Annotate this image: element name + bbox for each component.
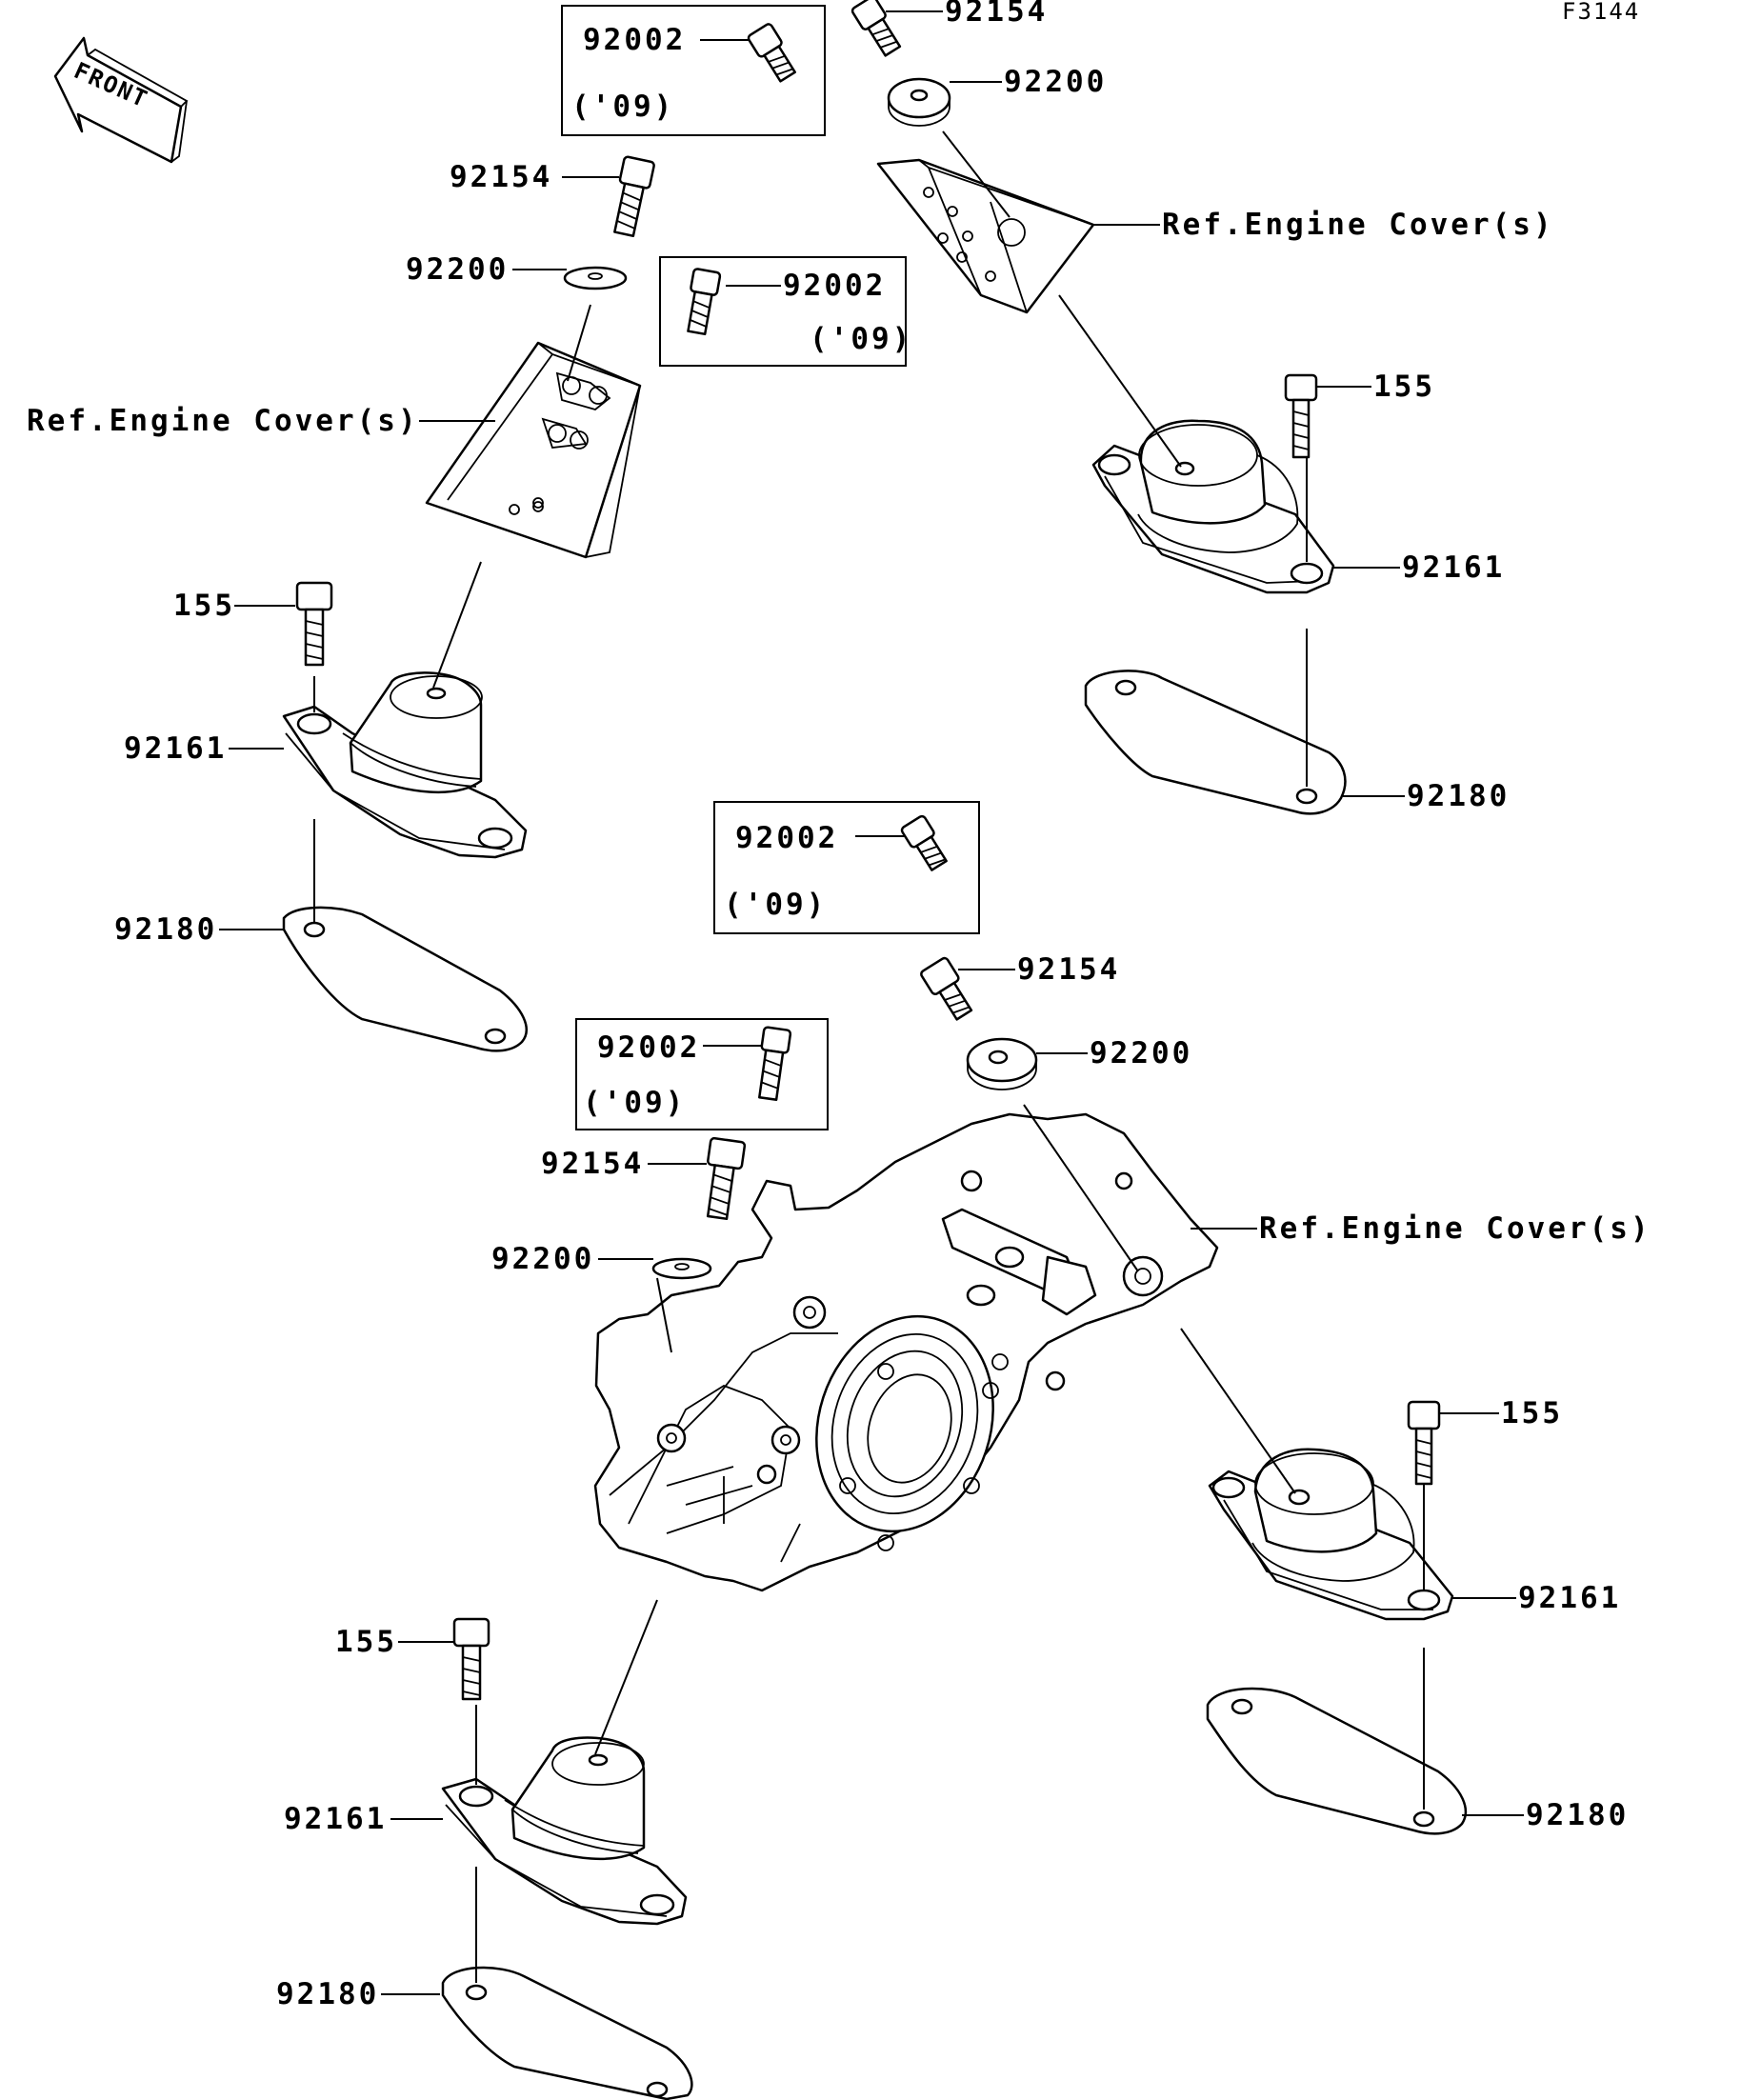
mount-plate-left-lower xyxy=(441,1966,693,2100)
label-top-bolt: 92154 xyxy=(945,0,1048,29)
label-mid-box-part: 92002 xyxy=(783,269,886,303)
bolt-icon xyxy=(900,814,948,871)
engine-bracket-left xyxy=(425,341,642,559)
bolt-icon xyxy=(850,0,902,57)
label-right-upper-92180: 92180 xyxy=(1407,779,1510,813)
bolt-icon xyxy=(1407,1400,1441,1486)
label-center-box-year: ('09) xyxy=(724,888,827,922)
label-lower-box-part: 92002 xyxy=(597,1030,700,1065)
front-arrow-icon: FRONT xyxy=(53,36,189,164)
engine-mount-left-upper xyxy=(282,671,528,859)
label-left-engine-cover: Ref.Engine Cover(s) xyxy=(27,404,419,438)
mount-plate-left-upper xyxy=(282,906,528,1052)
bolt-icon xyxy=(452,1617,490,1701)
washer-icon xyxy=(887,77,951,127)
callout-box-center: 92002 ('09) xyxy=(713,801,980,934)
mount-plate-right-upper xyxy=(1084,670,1347,815)
bolt-icon xyxy=(747,23,796,83)
label-left-bolt: 92154 xyxy=(450,160,552,194)
engine-mount-right-upper xyxy=(1091,419,1335,594)
bolt-icon xyxy=(295,581,333,667)
label-top-washer: 92200 xyxy=(1004,65,1107,99)
label-left-lower-155: 155 xyxy=(335,1625,397,1659)
label-left-lower-92161: 92161 xyxy=(284,1802,387,1836)
engine-mount-left-lower xyxy=(441,1736,688,1926)
label-lower-box-year: ('09) xyxy=(583,1086,686,1120)
label-left-upper-92161: 92161 xyxy=(124,731,227,766)
washer-icon xyxy=(966,1037,1038,1090)
engine-mount-right-lower xyxy=(1208,1448,1454,1621)
label-left-washer: 92200 xyxy=(406,252,509,287)
label-top-box-part: 92002 xyxy=(583,23,686,57)
label-lower-bolt: 92154 xyxy=(541,1147,644,1181)
engine-bracket-right xyxy=(876,158,1095,314)
label-right-lower-92180: 92180 xyxy=(1526,1798,1629,1832)
bolt-icon xyxy=(758,1026,792,1101)
callout-box-lower: 92002 ('09) xyxy=(575,1018,829,1130)
label-center-box-part: 92002 xyxy=(735,821,838,855)
label-center-bolt: 92154 xyxy=(1017,952,1120,987)
label-top-box-year: ('09) xyxy=(571,90,674,124)
label-left-upper-92180: 92180 xyxy=(114,912,217,947)
label-mid-box-year: ('09) xyxy=(810,322,912,356)
mount-plate-right-lower xyxy=(1206,1687,1468,1835)
bolt-icon xyxy=(706,1136,747,1221)
label-right-engine-cover: Ref.Engine Cover(s) xyxy=(1162,208,1554,242)
label-right-lower-155: 155 xyxy=(1501,1396,1563,1430)
bolt-icon xyxy=(613,155,655,237)
bolt-icon xyxy=(920,956,973,1021)
washer-icon xyxy=(563,266,628,290)
label-lower-washer: 92200 xyxy=(491,1242,594,1276)
label-right-upper-155: 155 xyxy=(1373,370,1435,404)
label-lower-engine-cover: Ref.Engine Cover(s) xyxy=(1259,1211,1651,1246)
label-right-lower-92161: 92161 xyxy=(1518,1581,1621,1615)
callout-box-top: 92002 ('09) xyxy=(561,5,826,136)
label-left-lower-92180: 92180 xyxy=(276,1977,379,2011)
callout-box-mid: 92002 ('09) xyxy=(659,256,912,367)
bolt-icon xyxy=(687,268,722,336)
label-center-washer: 92200 xyxy=(1090,1036,1192,1070)
engine-case xyxy=(593,1112,1219,1592)
washer-icon xyxy=(651,1257,712,1280)
figure-code: F3144 xyxy=(1562,0,1640,25)
bolt-icon xyxy=(1284,373,1318,459)
label-left-upper-155: 155 xyxy=(173,589,235,623)
label-right-upper-92161: 92161 xyxy=(1402,550,1505,585)
